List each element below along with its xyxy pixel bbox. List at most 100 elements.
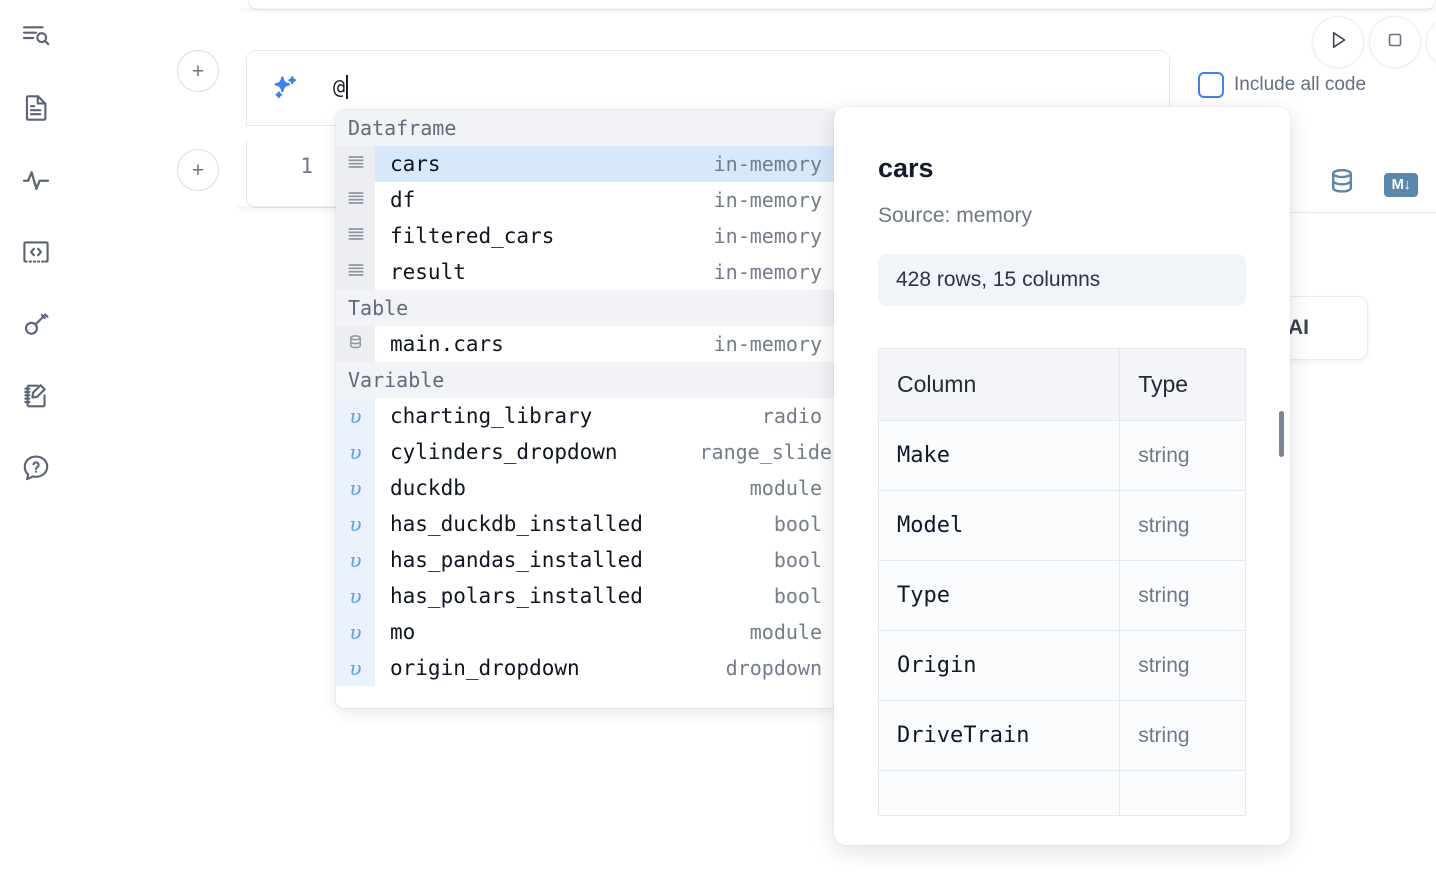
doc-scrollbar[interactable] [1279,107,1287,845]
dataframe-icon [336,254,375,290]
schema-column-type: string [1119,700,1246,771]
sidebar-item-secrets[interactable] [14,302,58,346]
column-header-type: Type [1119,348,1246,421]
schema-column-type: string [1119,560,1246,631]
autocomplete-item-name: has_pandas_installed [390,548,643,572]
schema-column-name: Origin [877,630,1121,701]
variable-icon: υ [336,470,375,506]
dataframe-icon [336,218,375,254]
file-text-icon [20,92,52,124]
include-all-code-row[interactable]: Include all code [1198,72,1366,98]
divider [1180,212,1436,213]
sidebar-item-help[interactable] [14,446,58,490]
autocomplete-item-name: df [390,188,416,212]
autocomplete-item-name: has_duckdb_installed [390,512,643,536]
autocomplete-item-type: bool [773,512,822,536]
database-icon[interactable] [1326,166,1358,203]
autocomplete-item-name: cylinders_dropdown [390,440,618,464]
autocomplete-section-header: Variable [336,362,836,398]
autocomplete-item-name: has_polars_installed [390,584,643,608]
include-all-code-label: Include all code [1234,74,1367,95]
schema-column-name: Model [877,490,1121,561]
schema-column-name: Type [877,560,1121,631]
add-cell-button-top[interactable]: + [177,50,219,92]
table-header-row: Column Type [877,348,1246,421]
autocomplete-item-type: dropdown [725,656,822,680]
ai-prompt-value: @ [333,75,346,99]
markdown-icon[interactable]: M↓ [1384,172,1418,197]
variable-icon: υ [336,578,375,614]
variable-icon: υ [336,398,375,434]
code-embed-icon [20,236,52,268]
sparkles-icon [269,73,301,105]
sidebar-item-snippets[interactable] [14,230,58,274]
autocomplete-item-name: mo [390,620,416,644]
schema-column-name: Make [877,420,1121,491]
autocomplete-item-type: module [749,476,822,500]
more-actions-button[interactable] [1426,16,1436,68]
line-number: 1 [300,154,313,178]
dataframe-icon [336,146,375,182]
sidebar-item-explore-outline[interactable] [14,14,58,58]
activity-icon [20,164,52,196]
autocomplete-item-type: range_slider [699,440,837,464]
sidebar-item-notebook-file[interactable] [14,86,58,130]
column-header-column: Column [877,348,1121,421]
play-icon [1325,27,1351,58]
autocomplete-item-type: radio [761,404,822,428]
variable-icon: υ [336,542,375,578]
explore-outline-icon [20,20,52,52]
schema-column-type: string [1119,630,1246,701]
sidebar-rail [0,0,72,874]
sidebar-item-scratchpad[interactable] [14,374,58,418]
autocomplete-item-name: duckdb [390,476,466,500]
doc-source: Source: memory [878,204,1033,227]
stop-square-icon [1383,28,1407,57]
schema-column-type: string [1119,420,1246,491]
autocomplete-item-type: in-memory [713,188,822,212]
sidebar-item-activity[interactable] [14,158,58,202]
plus-icon: + [191,158,205,182]
autocomplete-item-type: in-memory [713,332,822,356]
autocomplete-item[interactable]: υ origin_dropdown dropdown [336,650,836,686]
doc-shape-badge: 428 rows, 15 columns [878,254,1246,306]
autocomplete-item[interactable]: υ cylinders_dropdown range_slider [336,434,836,470]
variable-icon: υ [336,434,375,470]
autocomplete-item-name: origin_dropdown [390,656,580,680]
ai-prompt-input[interactable]: @ [333,75,349,99]
run-button[interactable] [1312,16,1364,68]
autocomplete-item-type: bool [773,548,822,572]
autocomplete-item[interactable]: df in-memory [336,182,836,218]
key-icon [20,308,52,340]
schema-column-name [877,770,1121,816]
variable-icon: υ [336,614,375,650]
variable-icon: υ [336,650,375,686]
doc-scrollbar-thumb[interactable] [1279,411,1284,457]
doc-title: cars [878,153,934,183]
stop-button[interactable] [1369,16,1421,68]
add-cell-button-bottom[interactable]: + [177,149,219,191]
autocomplete-item-type: in-memory [713,260,822,284]
autocomplete-item-name: cars [390,152,441,176]
include-all-code-checkbox[interactable] [1198,72,1224,98]
dataframe-icon [336,182,375,218]
documentation-panel: cars Source: memory 428 rows, 15 columns… [834,107,1290,845]
table-icon [336,326,375,362]
autocomplete-item[interactable]: υ has_pandas_installed bool [336,542,836,578]
help-chat-icon [20,452,52,484]
